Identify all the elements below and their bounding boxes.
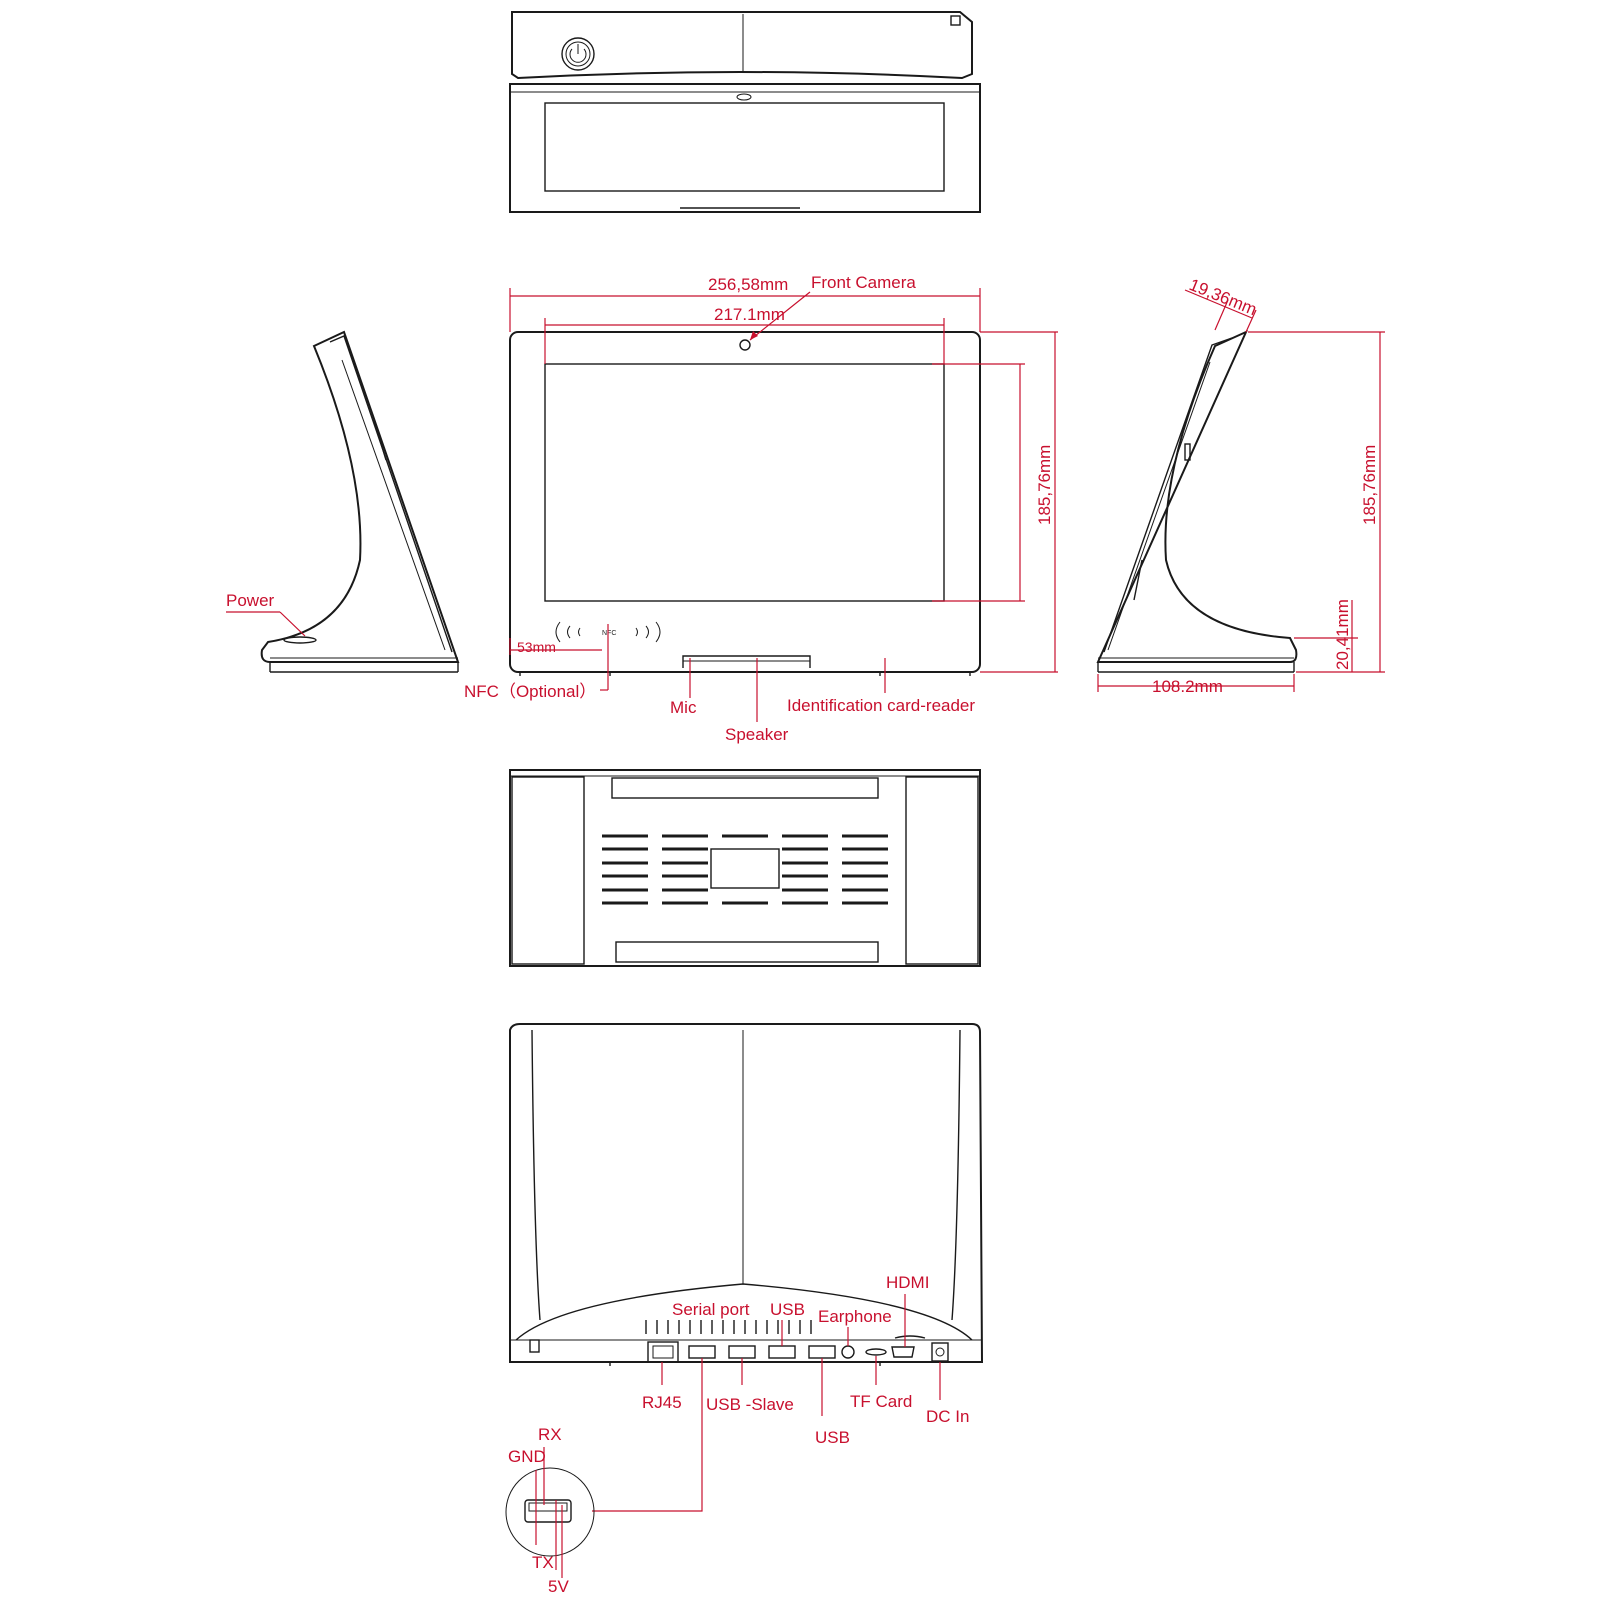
serial-port-label: Serial port — [672, 1300, 750, 1319]
earphone-label: Earphone — [818, 1307, 892, 1326]
hdmi-label: HDMI — [886, 1273, 929, 1292]
usb-bottom-label: USB — [815, 1428, 850, 1447]
screen-height-label: 185,76mm — [1035, 445, 1054, 525]
hdmi-port — [891, 1346, 915, 1358]
front-dimensions: 256,58mm 217.1mm 185,76mm 53mm — [509, 275, 1058, 673]
dc-in-port — [931, 1342, 949, 1362]
power-button-side — [283, 636, 317, 644]
vent-grille — [602, 834, 888, 905]
tx-label: TX — [532, 1553, 554, 1572]
side-dimensions: 19,36mm 185,76mm 20,41mm 108.2mm — [1097, 275, 1385, 696]
nfc-mark: NFC — [602, 630, 616, 637]
screen-width-label: 217.1mm — [714, 305, 785, 324]
side-height-label: 185,76mm — [1360, 445, 1379, 525]
rj45-label: RJ45 — [642, 1393, 682, 1412]
front-camera-label: Front Camera — [811, 273, 916, 292]
speaker-label: Speaker — [725, 725, 789, 744]
tf-card-label: TF Card — [850, 1392, 912, 1411]
power-label: Power — [226, 591, 275, 610]
5v-label: 5V — [548, 1577, 569, 1596]
mic-label: Mic — [670, 698, 697, 717]
front-view: NFC — [509, 331, 981, 676]
gnd-label: GND — [508, 1447, 546, 1466]
usb-slave-port — [728, 1345, 756, 1359]
front-annotations: Front Camera NFC（Optional） Mic Speaker I… — [464, 273, 975, 744]
top-view — [509, 11, 981, 213]
bottom-view — [509, 769, 981, 967]
serial-port-detail: RX GND TX 5V — [505, 1425, 595, 1596]
front-camera-lens — [739, 339, 751, 351]
back-vent-slits — [645, 1320, 812, 1334]
nfc-icon: NFC — [555, 621, 661, 643]
nfc-offset-label: 53mm — [517, 639, 556, 655]
nfc-optional-label: NFC（Optional） — [464, 682, 596, 701]
base-height-label: 20,41mm — [1333, 599, 1352, 670]
usb-port-2 — [808, 1345, 836, 1359]
right-side-view — [1096, 330, 1298, 673]
rj45-port — [647, 1341, 679, 1363]
serial-port — [688, 1345, 716, 1359]
tf-card-slot — [865, 1348, 887, 1356]
left-side-view: Power — [226, 330, 460, 673]
rx-label: RX — [538, 1425, 562, 1444]
power-button-icon — [561, 37, 595, 71]
usb-slave-label: USB -Slave — [706, 1395, 794, 1414]
overall-width-label: 256,58mm — [708, 275, 788, 294]
usb-port-1 — [768, 1345, 796, 1359]
dc-in-label: DC In — [926, 1407, 969, 1426]
earphone-jack — [841, 1345, 855, 1359]
id-card-reader-label: Identification card-reader — [787, 696, 975, 715]
back-annotations: Serial port USB Earphone HDMI RJ45 USB -… — [592, 1273, 969, 1512]
base-depth-label: 108.2mm — [1152, 677, 1223, 696]
usb-top-label: USB — [770, 1300, 805, 1319]
